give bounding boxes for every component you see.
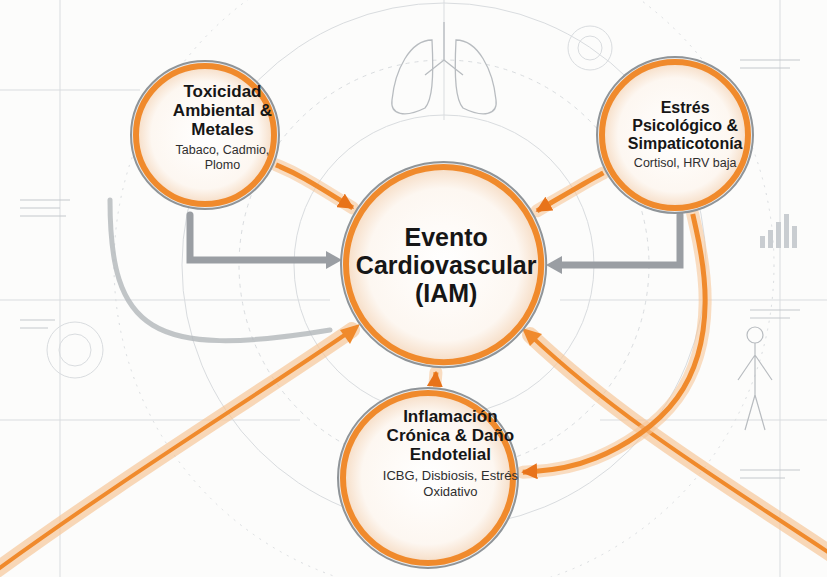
gauge-symbol <box>568 26 612 70</box>
node-text-block: Inflamación Crónica & Daño EndotelialICB… <box>381 407 520 499</box>
connector-glow <box>428 372 442 385</box>
connector-glow <box>537 173 603 211</box>
outer-ring <box>597 57 753 213</box>
body-sketch <box>738 327 772 430</box>
node-text-block: Estrés Psicológico & SimpaticotoníaCorti… <box>618 99 753 171</box>
bar-chart <box>760 214 797 248</box>
gauge-symbol <box>47 322 103 378</box>
gauge-symbol <box>59 334 91 366</box>
node-body: ICBG, Disbiosis, Estrés Oxidativo <box>381 468 520 499</box>
gauge-symbol <box>578 36 602 60</box>
cause-circle: Toxicidad Ambiental & MetalesTabaco, Cad… <box>129 59 281 211</box>
cause-circle: Estrés Psicológico & SimpaticotoníaCorti… <box>595 55 755 215</box>
node-heading: Inflamación Crónica & Daño Endotelial <box>381 407 520 464</box>
cause-arrow <box>537 173 603 211</box>
cause-arrow <box>276 165 353 208</box>
node-heading: Toxicidad Ambiental & Metales <box>164 82 281 139</box>
cause-circle: Inflamación Crónica & Daño EndotelialICB… <box>336 386 520 570</box>
guide-circle <box>294 115 594 415</box>
edge-group <box>434 372 436 385</box>
edge-group <box>537 173 603 211</box>
connector-glow <box>523 214 705 472</box>
node-body: Tabaco, Cadmio, Plomo <box>167 143 277 173</box>
note-lines <box>20 60 800 478</box>
node-heading: Evento Cardiovascular (IAM) <box>354 223 539 307</box>
node-text-block: Toxicidad Ambiental & MetalesTabaco, Cad… <box>164 82 281 173</box>
outcome-circle: Evento Cardiovascular (IAM) <box>339 160 548 369</box>
node-text-block: Evento Cardiovascular (IAM) <box>354 223 539 307</box>
flow-stream <box>0 200 827 575</box>
cause-arrow <box>432 372 438 385</box>
node-heading: Estrés Psicológico & Simpaticotonía <box>618 99 753 153</box>
node-body: Cortisol, HRV baja <box>634 156 737 171</box>
edge-group <box>523 214 705 472</box>
orange-ring <box>346 167 541 362</box>
lungs-sketch <box>392 22 496 114</box>
edge-group <box>276 165 353 208</box>
cause-arrow <box>523 214 705 472</box>
connector-glow <box>276 165 353 208</box>
outer-ring <box>341 162 546 367</box>
